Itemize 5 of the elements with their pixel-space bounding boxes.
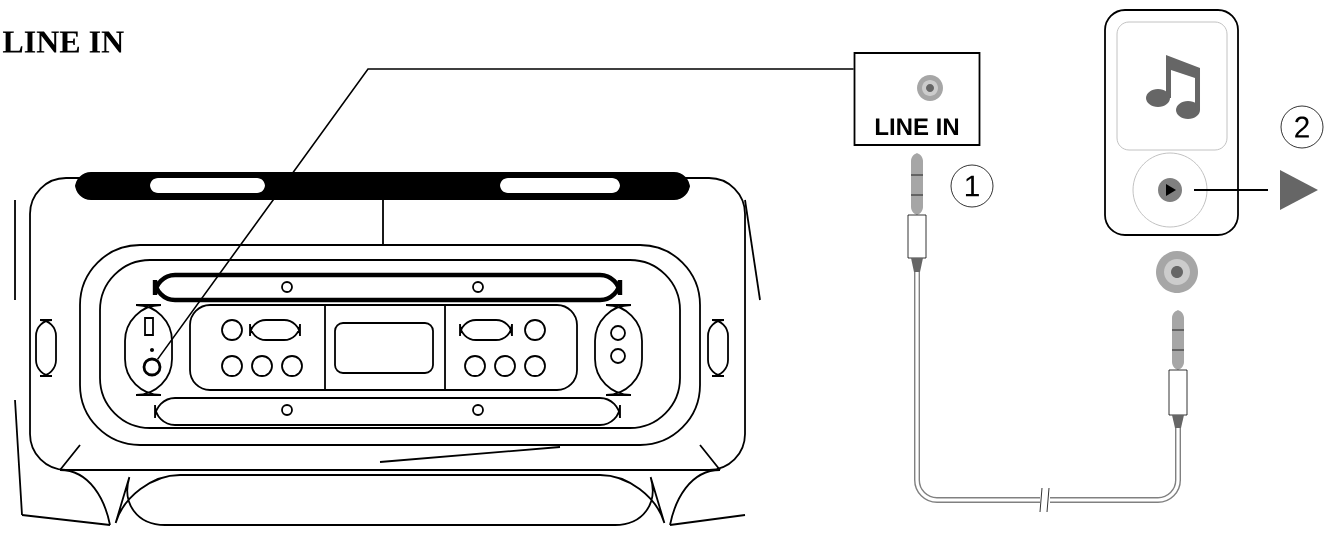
- callout-number: 1: [950, 164, 994, 208]
- heading: LINE IN: [2, 31, 124, 53]
- callout-number: 2: [1280, 105, 1324, 149]
- callout-box: LINE IN: [853, 52, 981, 146]
- jack-socket: [142, 357, 162, 377]
